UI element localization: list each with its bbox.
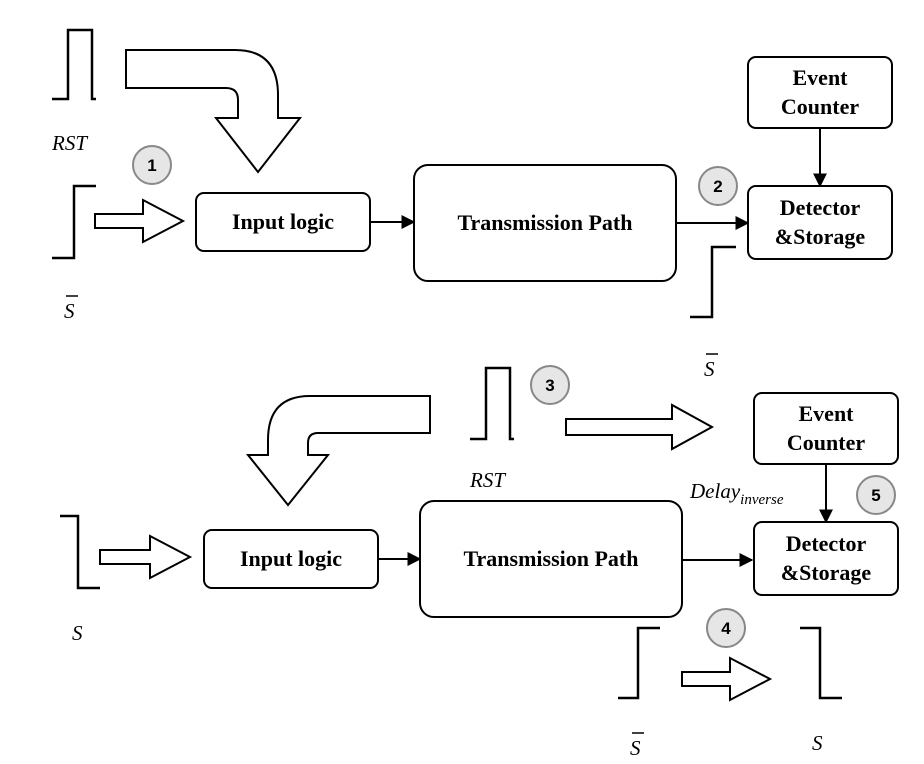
event-counter-block-top: Event Counter (747, 56, 893, 129)
input-flow-arrow-top (94, 198, 186, 244)
step-4-badge: 4 (706, 608, 746, 648)
svg-text:1: 1 (147, 156, 156, 175)
step-2-badge: 2 (698, 166, 738, 206)
input-logic-block-bottom: Input logic (203, 529, 379, 589)
s-bar-output-label-top: S (704, 357, 715, 381)
svg-text:2: 2 (713, 177, 722, 196)
step-5-badge: 5 (856, 475, 896, 515)
transmission-path-block-bottom: Transmission Path (419, 500, 683, 618)
s-label-bottom: S (72, 621, 83, 645)
s-bar-output-edge-bottom (618, 626, 660, 700)
s-bar-edge-top (52, 184, 96, 260)
svg-text:4: 4 (721, 619, 731, 638)
detector-storage-block-top: Detector &Storage (747, 185, 893, 260)
svg-text:Counter: Counter (781, 94, 859, 119)
svg-text:Counter: Counter (787, 430, 865, 455)
rst-pulse-top (52, 28, 96, 101)
rst-label-bottom: RST (469, 468, 506, 492)
svg-text:Event: Event (799, 401, 855, 426)
reset-flow-arrow-top (125, 49, 303, 174)
svg-text:Input logic: Input logic (240, 546, 342, 571)
s-bar-output-edge-top (690, 245, 736, 319)
delay-inverse-label: Delayinverse (689, 479, 784, 508)
s-inverted-label-bottom: S (812, 731, 823, 755)
svg-text:3: 3 (545, 376, 554, 395)
input-logic-block-top: Input logic (195, 192, 371, 252)
svg-text:Detector: Detector (780, 195, 861, 220)
rst-label-top: RST (51, 131, 88, 155)
transmission-path-block-top: Transmission Path (413, 164, 677, 282)
svg-text:Detector: Detector (786, 531, 867, 556)
s-edge-bottom (60, 514, 100, 590)
rst-pulse-bottom (470, 366, 514, 441)
input-flow-arrow-bottom (99, 534, 193, 580)
svg-text:&Storage: &Storage (775, 224, 866, 249)
svg-text:&Storage: &Storage (781, 560, 872, 585)
svg-text:Input logic: Input logic (232, 209, 334, 234)
svg-text:Transmission Path: Transmission Path (457, 210, 632, 235)
detector-storage-block-bottom: Detector &Storage (753, 521, 899, 596)
inversion-flow-arrow-bottom (681, 656, 773, 702)
event-counter-block-bottom: Event Counter (753, 392, 899, 465)
s-bar-output-label-bottom: S (630, 736, 641, 760)
step-3-badge: 3 (530, 365, 570, 405)
s-bar-label-top: S (64, 299, 75, 323)
reset-to-counter-arrow-bottom (565, 403, 715, 451)
svg-text:5: 5 (871, 486, 880, 505)
svg-text:Event: Event (793, 65, 849, 90)
s-inverted-edge-bottom (800, 626, 842, 700)
reset-flow-arrow-bottom (245, 395, 431, 507)
step-1-badge: 1 (132, 145, 172, 185)
svg-text:Transmission Path: Transmission Path (463, 546, 638, 571)
